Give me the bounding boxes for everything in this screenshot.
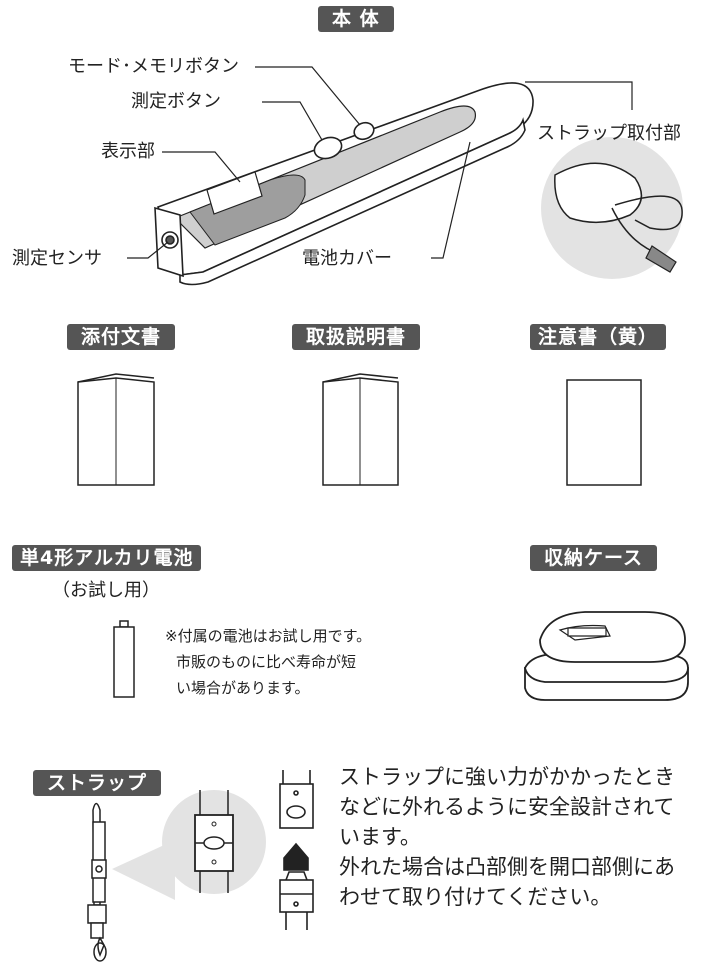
thermometer-device-illustration: [154, 82, 534, 286]
document-icons: [77, 373, 642, 486]
label-strap-attachment: ストラップ取付部: [537, 123, 681, 144]
strap-buckle-detail: [112, 790, 266, 900]
strap-badge: ストラップ: [33, 770, 162, 796]
label-sensor: 測定センサ: [12, 248, 102, 269]
leader-lines: [127, 66, 633, 259]
storage-case-icon: [524, 611, 689, 701]
strap-description-line-3: います。: [339, 825, 421, 849]
document-badge-attached: 添付文書: [67, 324, 176, 350]
label-mode-memory-button: モード･メモリボタン: [68, 56, 239, 77]
battery-note-line-1: ※付属の電池はお試し用です。: [165, 627, 372, 645]
strap-description-line-4: 外れた場合は凸部側を開口部側にあ: [339, 855, 675, 879]
main-unit-badge: 本 体: [318, 6, 394, 32]
battery-badge: 単4形アルカリ電池: [12, 545, 202, 571]
label-battery-cover: 電池カバー: [302, 248, 392, 269]
strap-illustration: [87, 802, 107, 962]
battery-sub-label: （お試し用）: [52, 580, 160, 601]
strap-description-line-1: ストラップに強い力がかかったとき: [339, 765, 675, 789]
battery-note-line-2: 市販のものに比べ寿命が短: [176, 653, 357, 671]
buckle-separation-diagram: [279, 770, 314, 930]
case-badge: 収納ケース: [530, 545, 658, 571]
label-measure-button: 測定ボタン: [131, 91, 221, 112]
strap-description-line-5: わせて取り付けてください。: [339, 885, 612, 909]
strap-description-line-2: などに外れるように安全設計されて: [339, 795, 675, 819]
document-badge-caution: 注意書（黄）: [530, 324, 667, 350]
battery-icon: [113, 620, 135, 698]
strap-attachment-detail: [541, 137, 683, 279]
label-display: 表示部: [101, 141, 155, 162]
document-badge-manual: 取扱説明書: [292, 324, 421, 350]
battery-note-line-3: い場合があります。: [176, 679, 310, 697]
